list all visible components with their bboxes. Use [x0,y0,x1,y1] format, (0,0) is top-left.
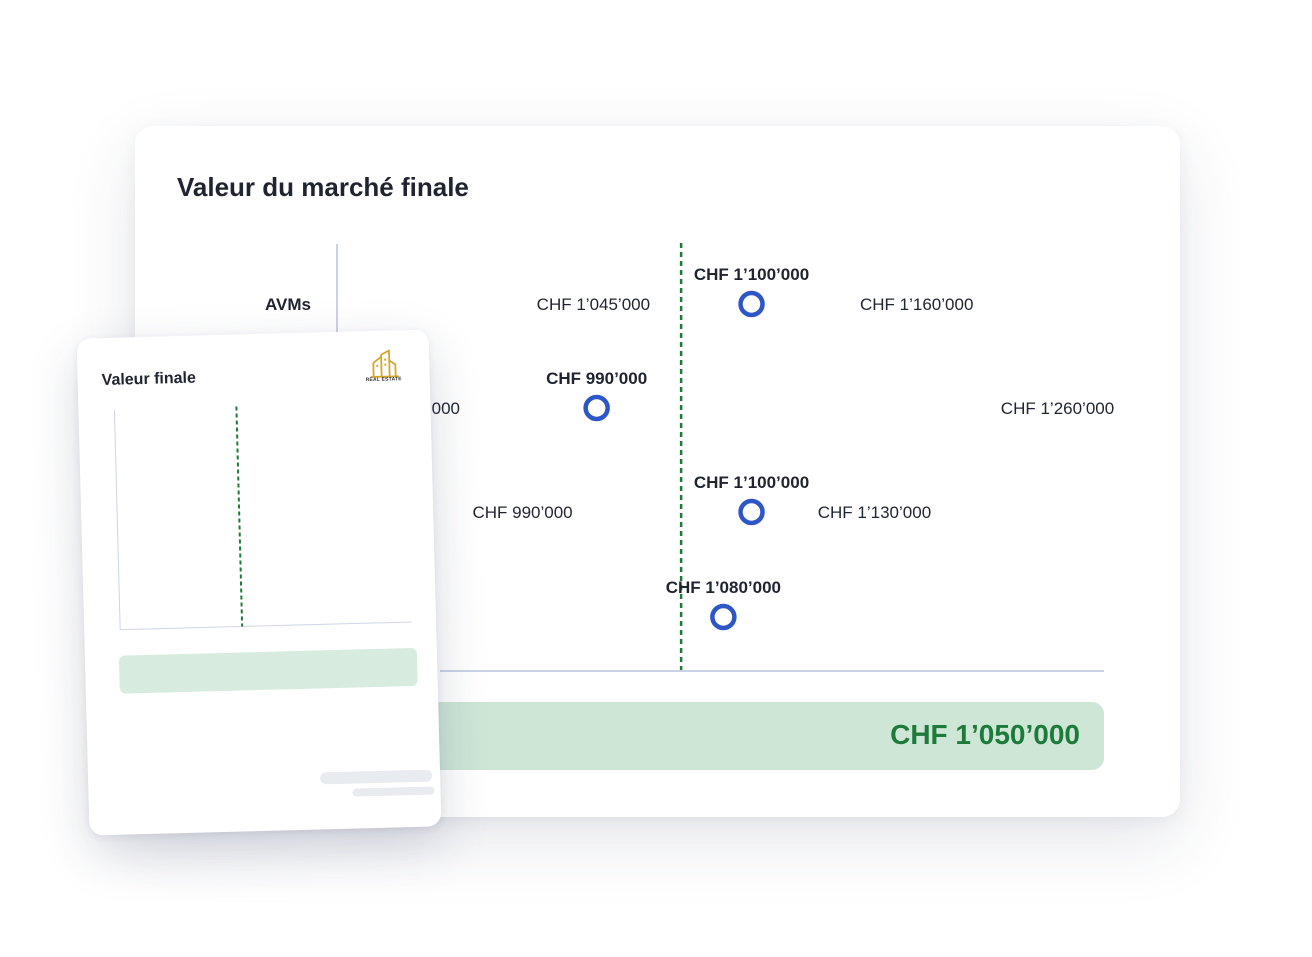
range-max-label: CHF 1’260’000 [1001,399,1114,418]
range-max-label: CHF 1’160’000 [860,295,973,314]
value-marker [738,290,765,318]
range-min-label: CHF 1’045’000 [537,295,650,314]
thumbnail-y-axis [113,409,121,630]
chart-title: Valeur du marché finale [177,172,469,202]
thumbnail-bar [233,554,350,568]
thumbnail-bar [148,427,309,442]
value-marker [710,603,737,631]
real-estate-logo-icon [370,349,399,378]
row-label: AVMs [265,295,311,314]
thumbnail-bar [160,515,255,528]
value-marker [738,498,765,526]
final-value-bar: CHF 1’050’000 [395,702,1104,770]
value-label: CHF 1’080’000 [666,578,781,597]
value-label: CHF 990’000 [546,369,647,388]
report-thumbnail: Valeur finale REAL ESTATE [76,329,442,836]
thumbnail-x-axis [120,621,413,631]
thumbnail-total-bar [118,647,418,694]
range-min-label: 000 [432,399,460,418]
thumbnail-reference-line [235,406,244,627]
range-min-label: CHF 990’000 [472,503,572,522]
thumbnail-chart [113,406,413,631]
thumbnail-bar [187,470,282,483]
range-max-label: CHF 1’130’000 [818,503,931,522]
value-label: CHF 1’100’000 [694,265,809,284]
value-label: CHF 1’100’000 [694,473,809,492]
value-marker [583,394,610,422]
final-value: CHF 1’050’000 [890,719,1080,750]
